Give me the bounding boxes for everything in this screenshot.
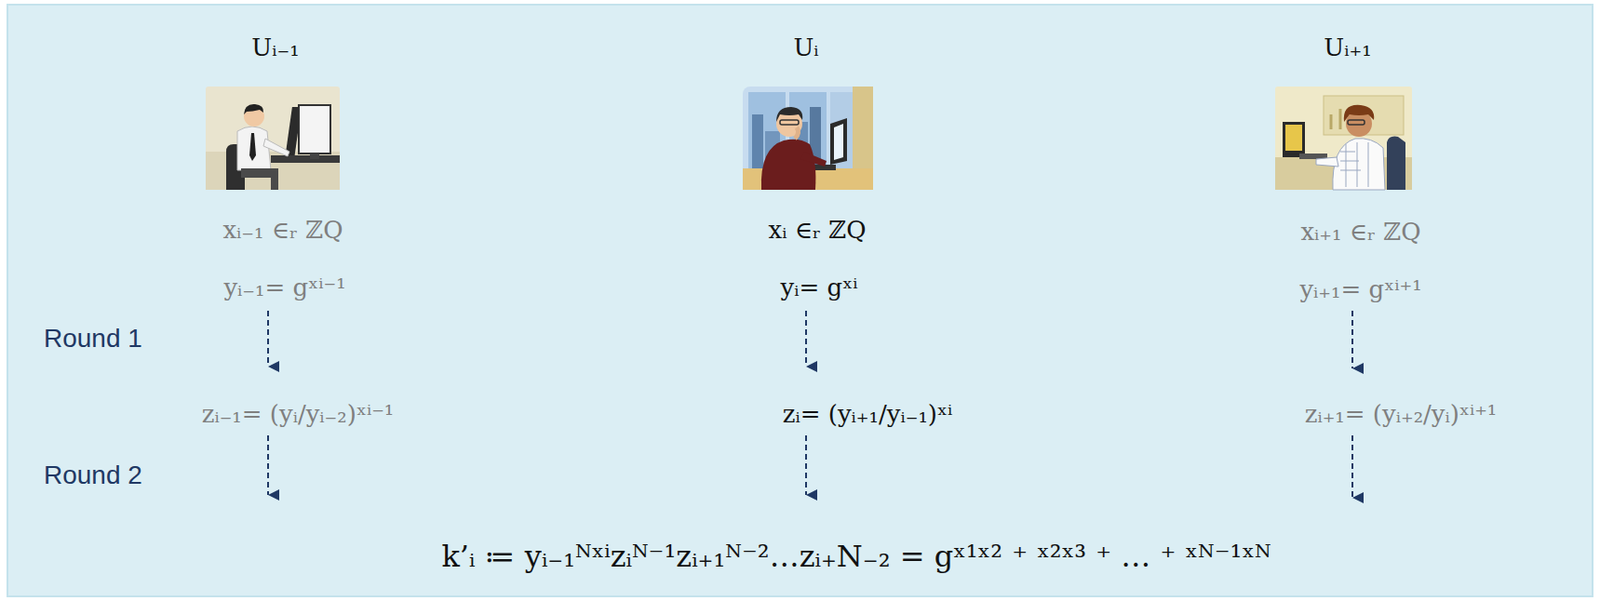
round-label: Round 1 — [43, 322, 143, 355]
round2-value: zᵢ₊₁= (yᵢ₊₂/yᵢ)ˣⁱ⁺¹ — [1304, 400, 1498, 430]
background-panel — [7, 4, 1593, 597]
round2-value: zᵢ₋₁= (yᵢ/yᵢ₋₂)ˣⁱ⁻¹ — [201, 400, 395, 430]
secret-choice: xᵢ₊₁ ∈ᵣ ℤQ — [1300, 217, 1421, 247]
user-illustration — [1275, 86, 1412, 190]
public-value: yᵢ₋₁= gˣⁱ⁻¹ — [223, 273, 346, 303]
public-value: yᵢ= gˣⁱ — [780, 273, 859, 303]
public-value: yᵢ₊₁= gˣⁱ⁺¹ — [1299, 275, 1422, 305]
round2-value: zᵢ= (yᵢ₊₁/yᵢ₋₁)ˣⁱ — [782, 400, 953, 430]
party-name: Uᵢ₊₁ — [1323, 33, 1372, 63]
group-key: k’ᵢ ≔ yᵢ₋₁ᴺˣⁱzᵢᴺ⁻¹zᵢ₊₁ᴺ⁻²…zᵢ₊N₋₂ = gˣ¹ˣ²… — [441, 538, 1271, 575]
round-label: Round 2 — [43, 459, 143, 492]
user-illustration — [742, 86, 874, 190]
round-arrows — [268, 310, 1353, 498]
party-name: Uᵢ — [793, 33, 819, 63]
user-illustration — [205, 86, 340, 190]
secret-choice: xᵢ ∈ᵣ ℤQ — [768, 215, 867, 245]
secret-choice: xᵢ₋₁ ∈ᵣ ℤQ — [222, 215, 343, 245]
party-name: Uᵢ₋₁ — [251, 33, 299, 63]
